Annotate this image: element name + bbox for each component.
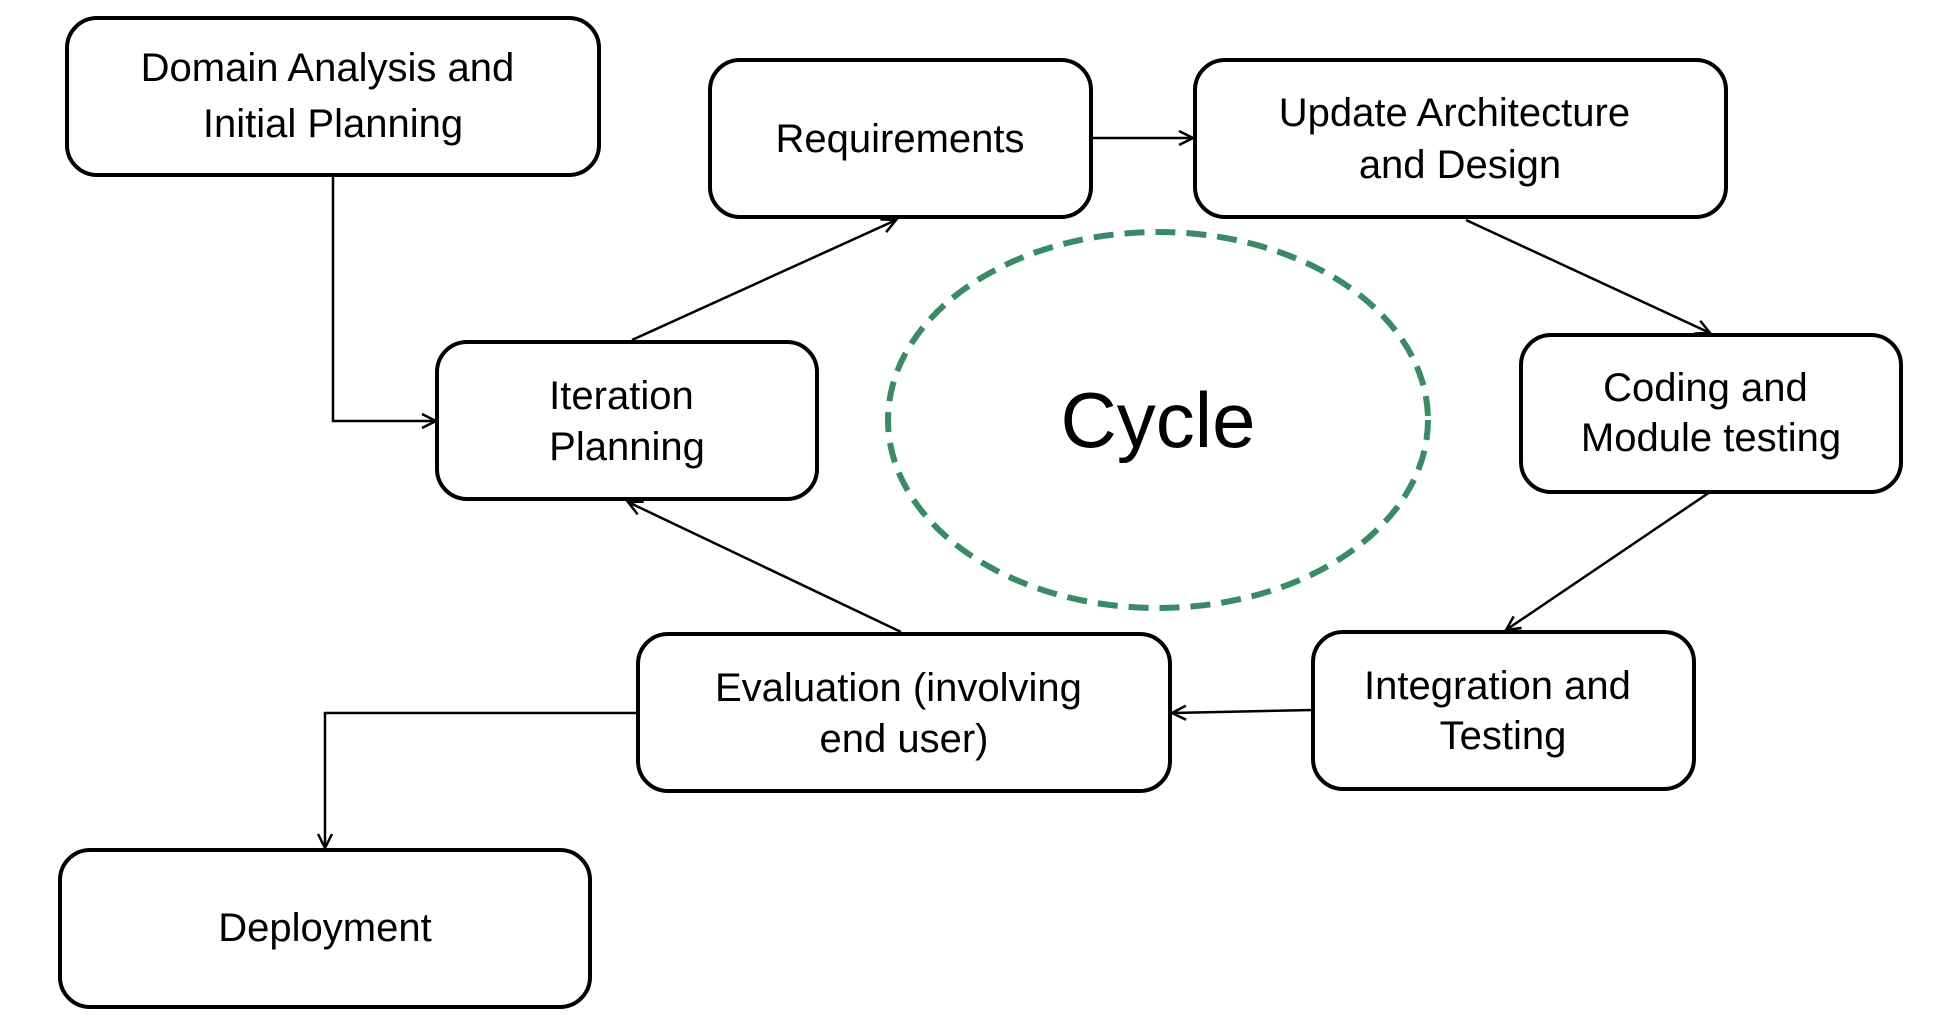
node-label-line: Deployment: [218, 906, 431, 950]
node-label-line: and Design: [1359, 143, 1561, 187]
edge-integration-to-evaluation: [1169, 704, 1314, 721]
node-evaluation[interactable]: Evaluation (involving end user): [636, 632, 1172, 793]
cycle-label: Cycle: [1060, 376, 1255, 464]
node-label-line: Update Architecture: [1279, 91, 1630, 135]
svg-text:Iteration Planning: Iteration Planning: [549, 374, 705, 469]
node-domain-analysis[interactable]: Domain Analysis and Initial Planning: [65, 16, 601, 177]
node-label-line: Evaluation (involving: [715, 666, 1082, 710]
edge-evaluation-to-iteration: [625, 500, 902, 634]
svg-text:Update Architecture an: Update Architecture and Design: [1279, 91, 1641, 187]
edge-evaluation-to-deployment: [316, 711, 638, 851]
node-label-line: end user): [820, 717, 989, 761]
node-label-line: Requirements: [775, 117, 1024, 161]
node-label-line: Testing: [1440, 714, 1567, 758]
node-label-line: Initial Planning: [203, 102, 463, 146]
svg-text:Deployment: Deployment: [218, 906, 431, 950]
node-label-line: Planning: [549, 425, 705, 469]
edges-layer: [316, 129, 1713, 851]
edge-iteration-to-requirements: [631, 218, 899, 342]
node-integration-testing[interactable]: Integration and Testing: [1311, 630, 1696, 791]
edge-architecture-to-coding: [1465, 218, 1713, 335]
node-deployment[interactable]: Deployment: [58, 848, 592, 1009]
svg-text:Coding and Module test: Coding and Module testing: [1581, 366, 1841, 460]
edge-coding-to-integration: [1503, 490, 1711, 632]
nodes-layer: Domain Analysis and Initial Planning Req…: [58, 16, 1903, 1009]
svg-text:Integration and Testin: Integration and Testing: [1364, 664, 1642, 758]
node-update-architecture[interactable]: Update Architecture and Design: [1193, 58, 1728, 219]
node-label-line: Coding and: [1603, 366, 1808, 410]
svg-text:Domain Analysis and In: Domain Analysis and Initial Planning: [141, 46, 526, 146]
cycle-ellipse: [885, 229, 1431, 611]
svg-text:Requirements: Requirements: [775, 117, 1024, 161]
node-requirements[interactable]: Requirements: [708, 58, 1093, 219]
node-label-line: Module testing: [1581, 416, 1841, 460]
cycle-group: Cycle: [885, 229, 1431, 611]
node-label-line: Integration and: [1364, 664, 1631, 708]
node-iteration-planning[interactable]: Iteration Planning: [435, 340, 819, 501]
edge-domain-to-iteration: [331, 150, 439, 430]
node-coding-module-testing[interactable]: Coding and Module testing: [1519, 333, 1903, 494]
node-label-line: Domain Analysis and: [141, 46, 515, 90]
node-label-line: Iteration: [549, 374, 694, 418]
svg-text:Evaluation (involving: Evaluation (involving end user): [715, 666, 1093, 761]
